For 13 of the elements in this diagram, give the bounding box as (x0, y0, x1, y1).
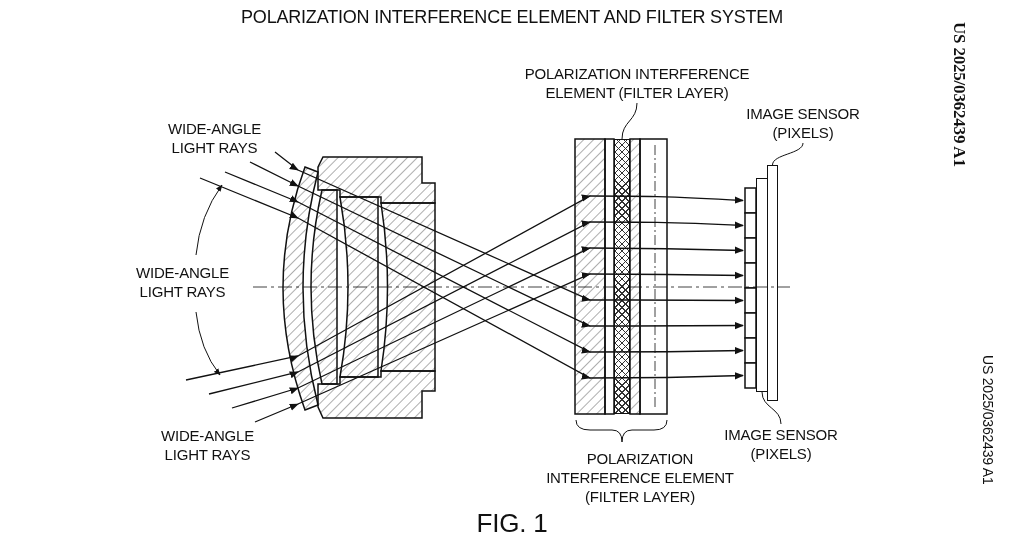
leader-line (772, 142, 804, 166)
callout-label: WIDE-ANGLE LIGHT RAYS (160, 426, 255, 464)
leader-line (761, 391, 782, 425)
callout-label: WIDE-ANGLE LIGHT RAYS (167, 119, 262, 157)
publication-number: US 2025/0362439 A1 (950, 22, 969, 167)
callout-label: WIDE-ANGLE LIGHT RAYS (135, 263, 230, 301)
callout-label: POLARIZATION INTERFERENCE ELEMENT (FILTER LAYER) (497, 64, 777, 102)
publication-number: US 2025/0362439 A1 (979, 355, 997, 485)
callout-label: IMAGE SENSOR (PIXELS) (728, 104, 878, 142)
figure-caption: FIG. 1 (475, 508, 549, 538)
leader-line (621, 102, 638, 140)
sensor-back-plate (767, 165, 778, 401)
figure-title: POLARIZATION INTERFERENCE ELEMENT AND FILTER SYSTEM (240, 8, 784, 27)
